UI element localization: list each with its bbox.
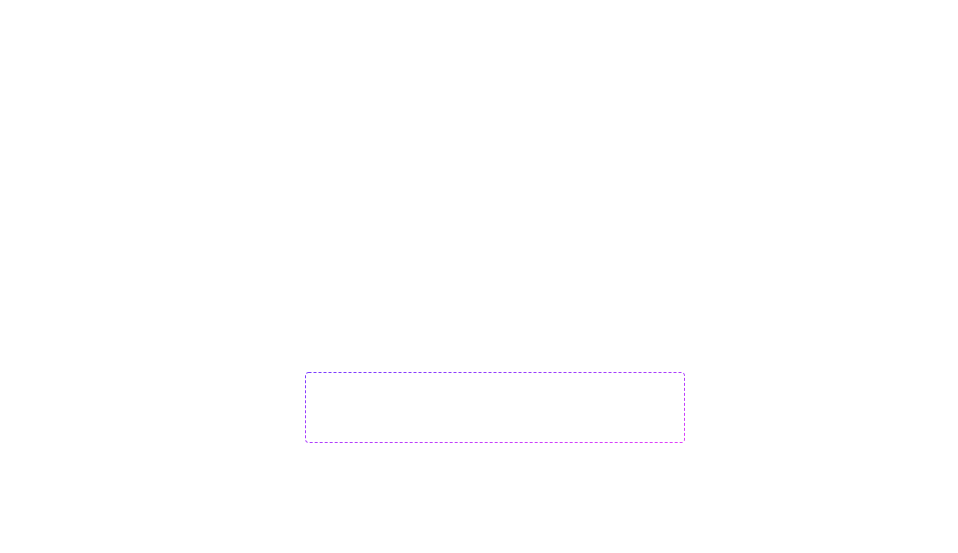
drop-zone-label <box>305 372 685 443</box>
dashed-border <box>305 372 685 443</box>
dashed-drop-zone[interactable] <box>305 372 685 443</box>
